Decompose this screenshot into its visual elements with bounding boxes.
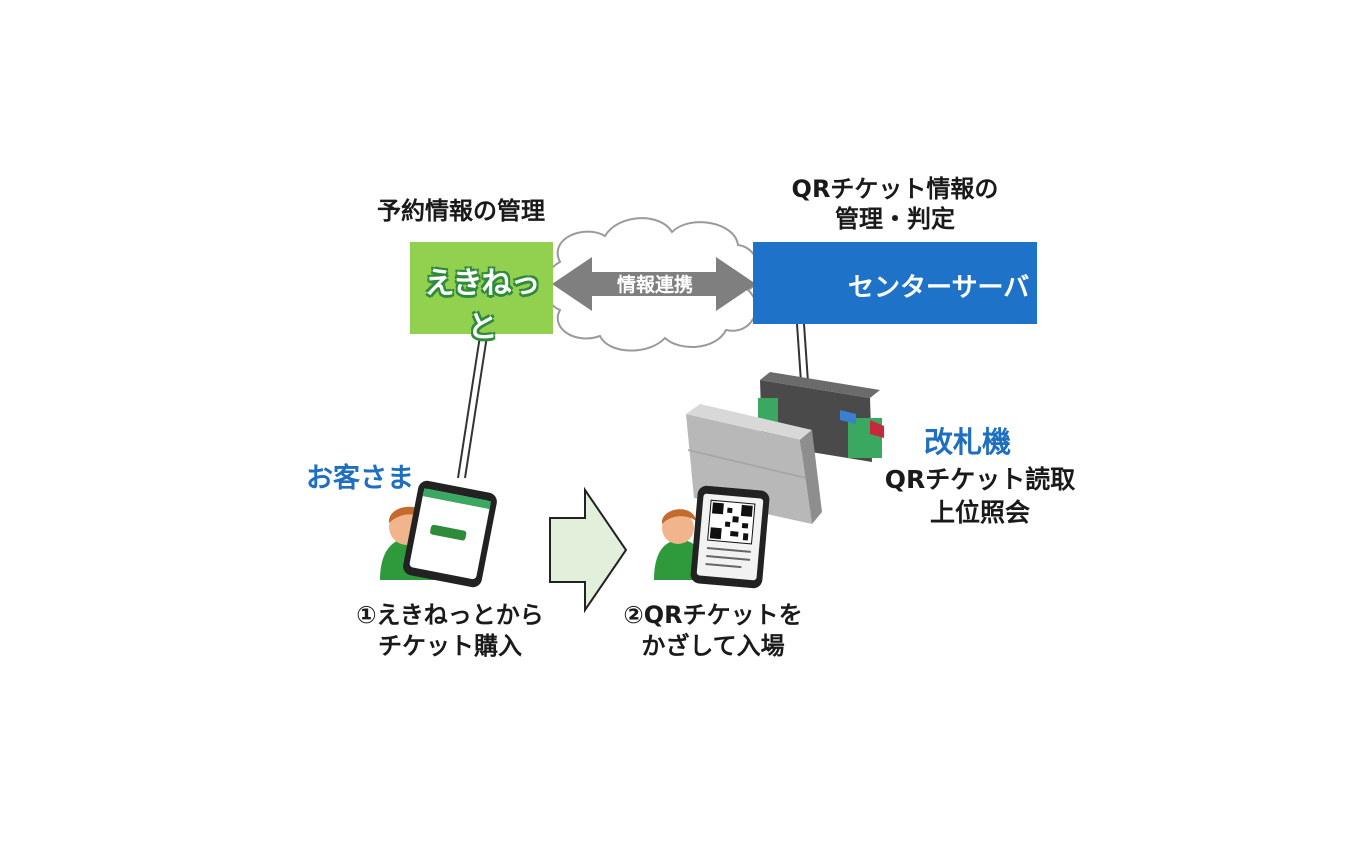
ekinet-box	[410, 242, 553, 334]
server-heading-line2: 管理・判定	[835, 205, 955, 233]
customer-label: お客さま	[306, 463, 414, 494]
step-2-line1: ②QRチケットを	[623, 601, 803, 629]
ekinet-heading: 予約情報の管理	[377, 197, 545, 225]
connection-server-gate	[796, 323, 809, 383]
server-heading: QRチケット情報の 管理・判定	[770, 174, 1020, 234]
step-1-line1: ①えきねっとから	[356, 601, 544, 629]
smartphone-qr-icon	[690, 485, 770, 589]
gate-description: QRチケット読取 上位照会	[880, 464, 1080, 529]
server-heading-line1: QRチケット情報の	[791, 175, 999, 203]
connection-ekinet-customer	[457, 335, 488, 479]
step-1-label: ①えきねっとから チケット購入	[345, 600, 555, 662]
step-2-line2: かざして入場	[641, 632, 785, 661]
gate-description-line2: 上位照会	[929, 497, 1030, 527]
double-arrow-icon	[552, 257, 756, 311]
step-2-label: ②QRチケットを かざして入場	[608, 600, 818, 662]
center-server-label: センターサーバ	[848, 273, 1030, 303]
gate-description-line1: QRチケット読取	[884, 465, 1076, 494]
step-1-line2: チケット購入	[378, 632, 522, 661]
step-arrow-icon	[549, 486, 628, 614]
link-label: 情報連携	[616, 274, 693, 296]
center-server-box	[753, 242, 1037, 324]
gate-title: 改札機	[924, 425, 1012, 459]
smartphone-ekinet-icon	[403, 480, 497, 588]
ekinet-logo: えきねっと	[424, 266, 540, 345]
